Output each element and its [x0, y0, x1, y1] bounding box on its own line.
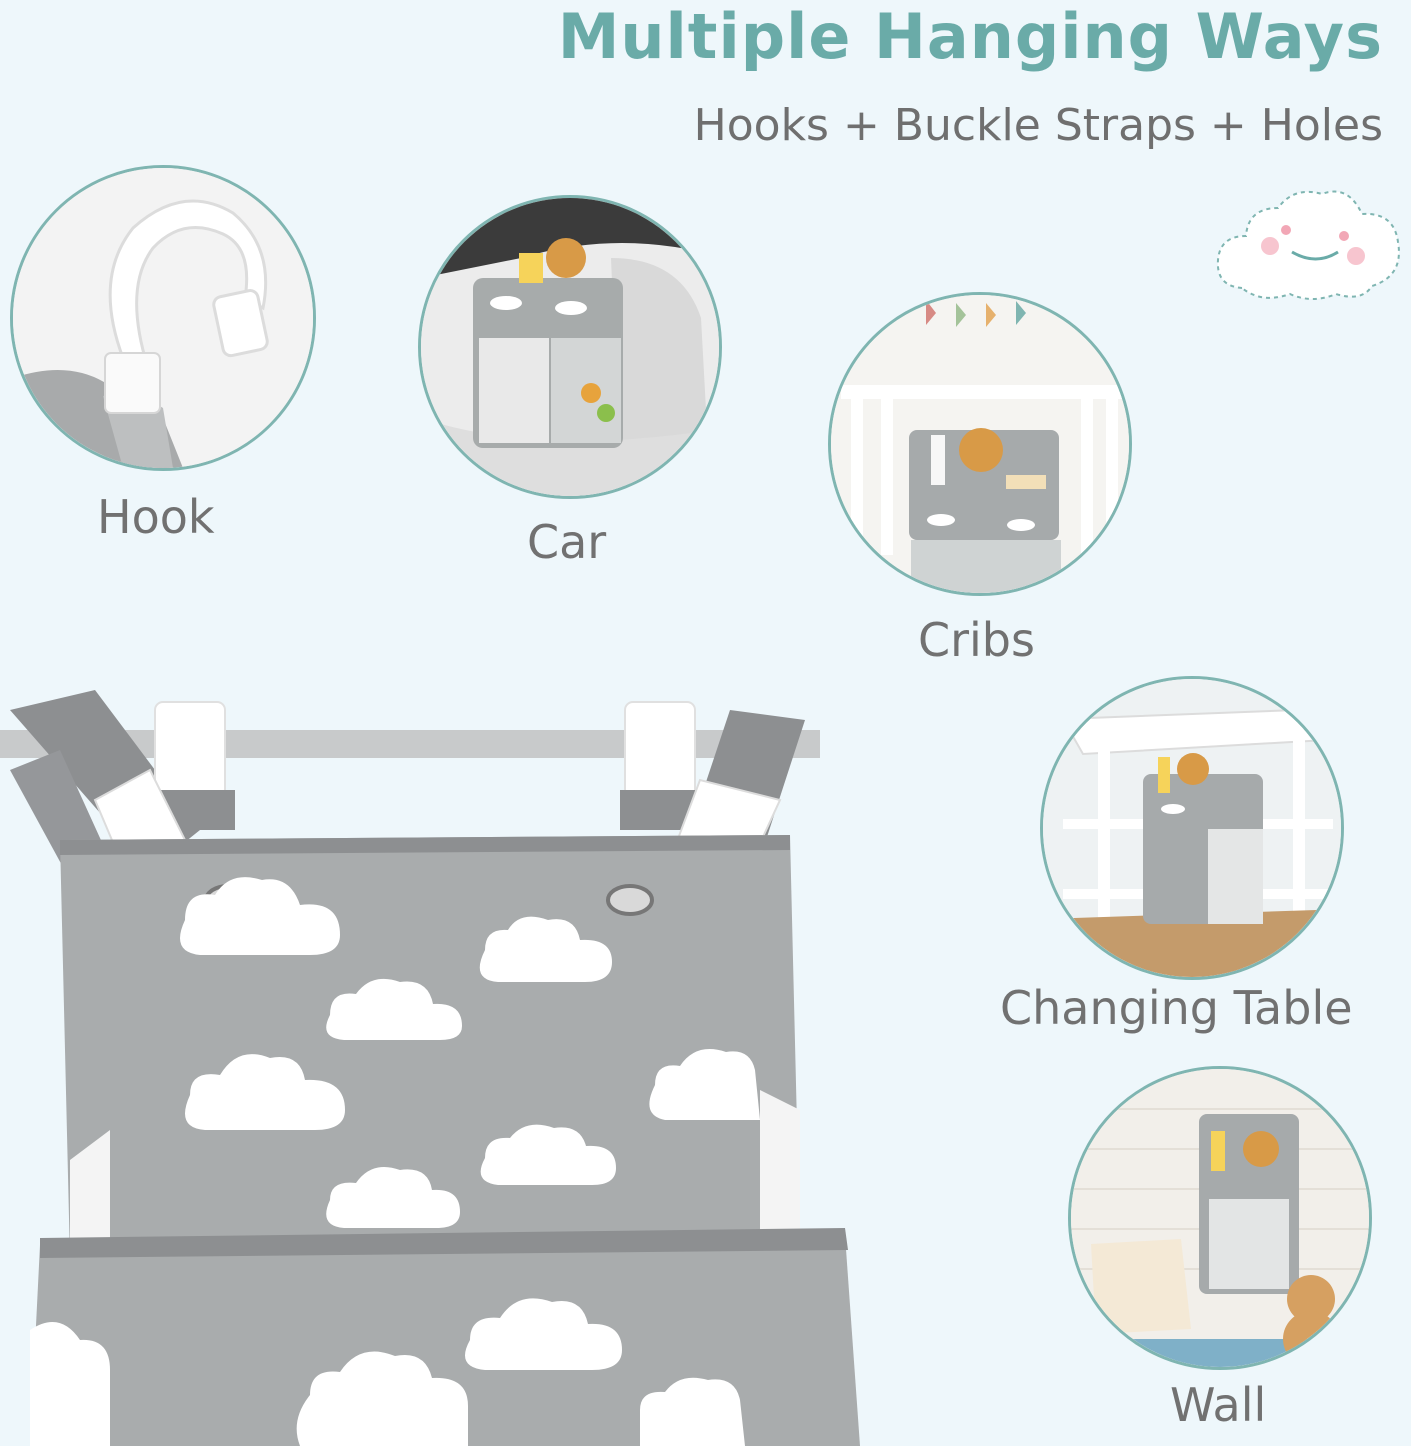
smiling-cloud-icon — [1216, 190, 1400, 300]
car-organizer-illustration — [421, 198, 719, 496]
option-label-changing-table: Changing Table — [1000, 981, 1353, 1035]
subheadline: Hooks + Buckle Straps + Holes — [693, 100, 1383, 151]
hook-photo — [10, 165, 316, 471]
crib-organizer-illustration — [831, 295, 1129, 593]
crib-photo — [828, 292, 1132, 596]
organizer-closeup-photo — [0, 690, 860, 1446]
option-label-cribs: Cribs — [918, 613, 1035, 667]
hook-illustration — [13, 168, 313, 468]
option-label-wall: Wall — [1170, 1378, 1267, 1432]
wall-photo — [1068, 1066, 1372, 1370]
option-label-hook: Hook — [97, 490, 215, 544]
car-seat-photo — [418, 195, 722, 499]
option-label-car: Car — [527, 515, 607, 569]
changing-table-organizer-illustration — [1043, 679, 1341, 977]
headline: Multiple Hanging Ways — [557, 0, 1383, 73]
wall-organizer-illustration — [1071, 1069, 1369, 1367]
changing-table-photo — [1040, 676, 1344, 980]
